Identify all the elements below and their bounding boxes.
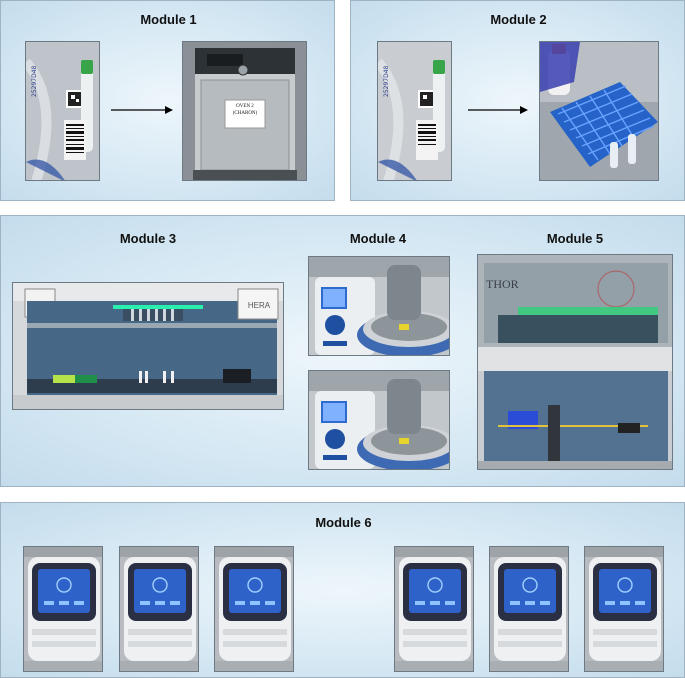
liquid-handler-thor-photo: THOR — [477, 254, 673, 470]
thermal-cycler-photo — [214, 546, 294, 672]
module-4-title: Module 4 — [349, 231, 407, 246]
svg-text:25297D48: 25297D48 — [31, 65, 38, 97]
thermal-cycler-photo — [489, 546, 569, 672]
centrifuge-photo — [308, 370, 450, 470]
modules-3-5-panel: Module 3 Module 4 Module 5 HE — [0, 215, 685, 487]
thermal-cycler-photo — [119, 546, 199, 672]
arrow-icon — [111, 106, 173, 114]
oven-sign-text: OVEN 2 (CHARON) — [232, 104, 258, 116]
thermal-cycler-photo — [394, 546, 474, 672]
module-1-panel: Module 1 25297D48 — [0, 0, 335, 201]
centrifuge-photo — [308, 256, 450, 356]
thor-label-text: THOR — [486, 277, 519, 291]
module-6-panel: Module 6 — [0, 502, 685, 678]
oven-photo: OVEN 2 (CHARON) — [182, 41, 307, 181]
module-5-title: Module 5 — [546, 231, 604, 246]
module-3-title: Module 3 — [119, 231, 177, 246]
svg-text:25297D48: 25297D48 — [383, 65, 390, 97]
sample-tube-bag-photo: 25297D48 — [25, 41, 100, 181]
hera-label-text: HERA — [247, 301, 271, 310]
sample-tube-bag-photo: 25297D48 — [377, 41, 452, 181]
tube-rack-photo — [539, 41, 659, 181]
arrow-icon — [468, 106, 528, 114]
liquid-handler-hera-photo: HERA — [12, 282, 284, 410]
thermal-cycler-photo — [23, 546, 103, 672]
module-1-title: Module 1 — [140, 12, 197, 27]
module-2-panel: Module 2 25297D48 — [350, 0, 685, 201]
thermal-cycler-photo — [584, 546, 664, 672]
module-6-title: Module 6 — [315, 515, 372, 530]
module-2-title: Module 2 — [490, 12, 547, 27]
